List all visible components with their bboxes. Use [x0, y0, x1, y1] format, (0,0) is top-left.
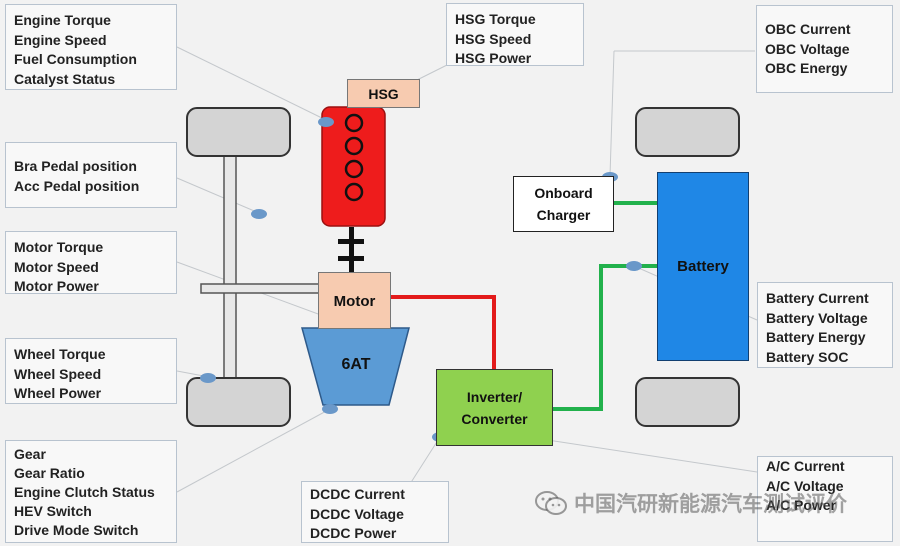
onboard-charger-block: Onboard Charger: [513, 176, 614, 232]
sensor-gear: [322, 404, 338, 414]
transmission-block: 6AT: [310, 350, 402, 380]
signal-gear: Gear: [14, 446, 46, 462]
motor-block: Motor: [318, 272, 391, 329]
battery-signals-box: Battery Current Battery Voltage Battery …: [757, 282, 893, 368]
signal-wheel-power: Wheel Power: [14, 385, 102, 401]
signal-ac-power: A/C Power: [766, 497, 837, 513]
wheels: [186, 107, 740, 427]
signal-engine-clutch-status: Engine Clutch Status: [14, 484, 155, 500]
signal-brake-pedal: Bra Pedal position: [14, 158, 137, 174]
sensor-battery: [626, 261, 642, 271]
signal-dcdc-current: DCDC Current: [310, 486, 405, 502]
charger-label-line2: Charger: [536, 207, 591, 223]
pedal-signals-box: Bra Pedal position Acc Pedal position: [5, 142, 177, 208]
signal-hsg-torque: HSG Torque: [455, 11, 536, 27]
gear-signals-box: Gear Gear Ratio Engine Clutch Status HEV…: [5, 440, 177, 543]
signal-obc-energy: OBC Energy: [765, 60, 848, 76]
signal-motor-torque: Motor Torque: [14, 239, 104, 255]
engine-block: [321, 106, 386, 227]
ac-signals-box: A/C Current A/C Voltage A/C Power: [757, 456, 893, 542]
dcdc-signals-box: DCDC Current DCDC Voltage DCDC Power: [301, 481, 449, 543]
wheel-signals-box: Wheel Torque Wheel Speed Wheel Power: [5, 338, 177, 404]
signal-wheel-torque: Wheel Torque: [14, 346, 106, 362]
signal-motor-speed: Motor Speed: [14, 258, 99, 275]
signal-wheel-speed: Wheel Speed: [14, 365, 102, 382]
wheel-front-left: [186, 107, 291, 157]
engine-signals-box: Engine Torque Engine Speed Fuel Consumpt…: [5, 4, 177, 90]
signal-battery-voltage: Battery Voltage: [766, 309, 868, 326]
signal-battery-current: Battery Current: [766, 290, 869, 306]
signal-dcdc-voltage: DCDC Voltage: [310, 505, 404, 522]
sensor-wheel: [200, 373, 216, 383]
signal-catalyst-status: Catalyst Status: [14, 70, 116, 87]
charger-label-line1: Onboard: [534, 185, 593, 201]
wheel-rear-right: [635, 377, 740, 427]
signal-battery-soc: Battery SOC: [766, 348, 849, 365]
battery-label: Battery: [677, 258, 729, 275]
signal-battery-energy: Battery Energy: [766, 329, 866, 345]
signal-hev-switch: HEV Switch: [14, 503, 92, 519]
inverter-converter-block: Inverter/ Converter: [436, 369, 553, 446]
signal-motor-power: Motor Power: [14, 278, 99, 294]
obc-signals-box: OBC Current OBC Voltage OBC Energy: [756, 5, 893, 93]
signal-hsg-speed: HSG Speed: [455, 30, 532, 47]
transmission-label: 6AT: [341, 356, 371, 373]
hsg-block: HSG: [347, 79, 420, 108]
signal-ac-current: A/C Current: [766, 458, 845, 474]
wechat-icon: [535, 491, 567, 515]
signal-drive-mode-switch: Drive Mode Switch: [14, 522, 139, 538]
motor-label: Motor: [333, 293, 376, 310]
hsg-label: HSG: [368, 85, 399, 102]
battery-block: Battery: [657, 172, 749, 361]
signal-dcdc-power: DCDC Power: [310, 525, 397, 541]
signal-fuel-consumption: Fuel Consumption: [14, 51, 137, 67]
signal-engine-torque: Engine Torque: [14, 12, 111, 28]
motor-signals-box: Motor Torque Motor Speed Motor Power: [5, 231, 177, 294]
signal-obc-current: OBC Current: [765, 21, 851, 37]
signal-gear-ratio: Gear Ratio: [14, 465, 85, 481]
wheel-front-right: [635, 107, 740, 157]
sensor-engine: [318, 117, 334, 127]
signal-hsg-power: HSG Power: [455, 50, 532, 66]
watermark: 中国汽研新能源汽车测试评价: [534, 488, 847, 518]
inverter-label-line1: Inverter/: [466, 388, 523, 405]
inverter-label-line2: Converter: [461, 410, 528, 427]
wheel-rear-left: [186, 377, 291, 427]
watermark-text: 中国汽研新能源汽车测试评价: [574, 492, 847, 516]
signal-acc-pedal: Acc Pedal position: [14, 177, 140, 194]
signal-obc-voltage: OBC Voltage: [765, 40, 850, 57]
signal-ac-voltage: A/C Voltage: [766, 477, 844, 494]
hsg-signals-box: HSG Torque HSG Speed HSG Power: [446, 3, 584, 66]
signal-engine-speed: Engine Speed: [14, 31, 107, 48]
sensor-pedal: [251, 209, 267, 219]
